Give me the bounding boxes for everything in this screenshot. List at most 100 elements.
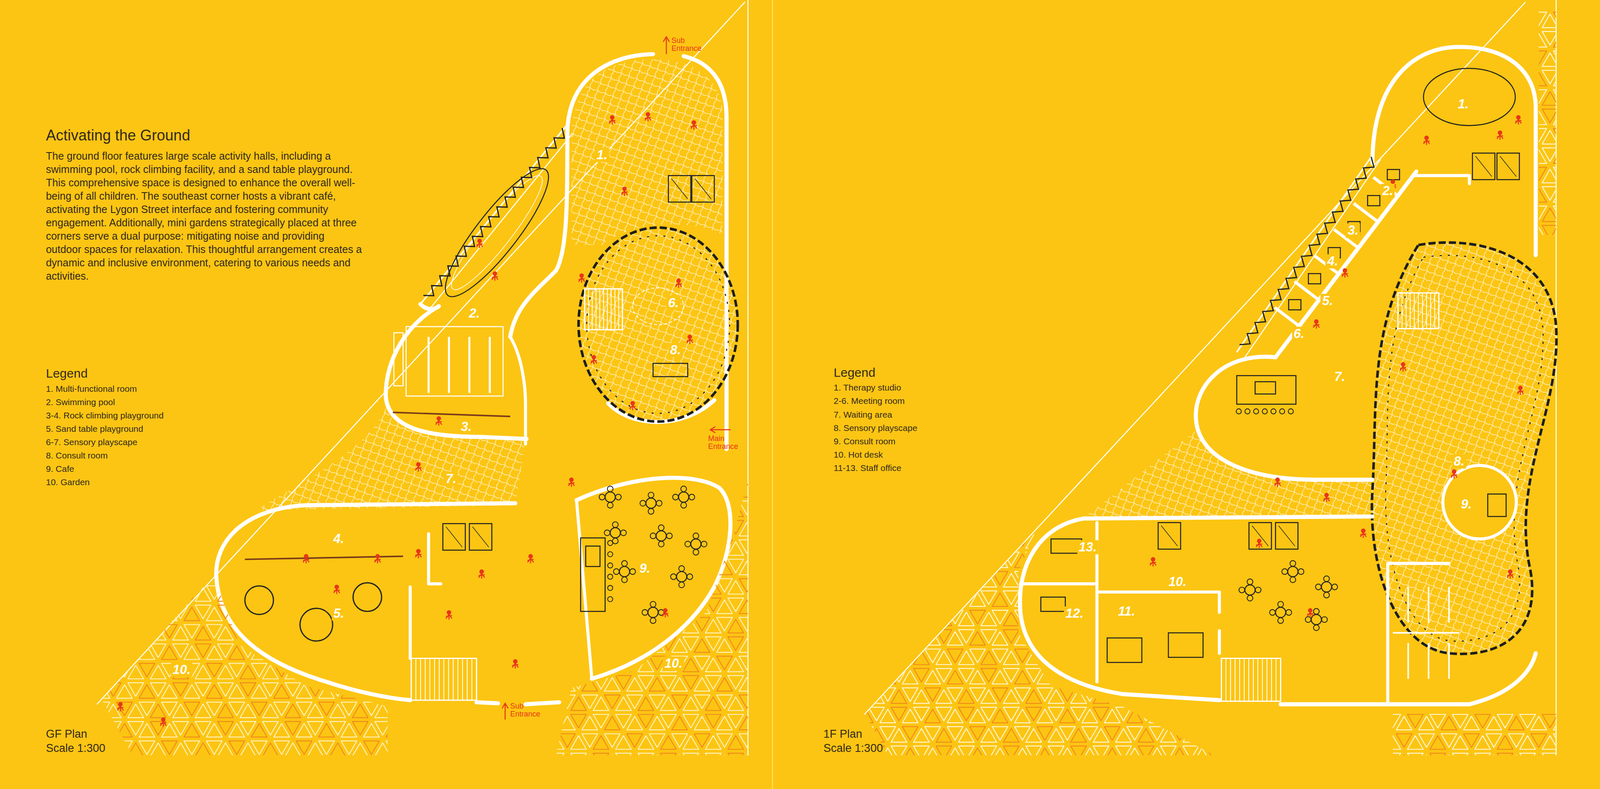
page-title: Activating the Ground bbox=[45, 126, 190, 145]
garden-triangle bbox=[1025, 612, 1042, 626]
stool bbox=[1262, 408, 1268, 414]
garden-triangle bbox=[739, 638, 755, 653]
garden-triangle bbox=[1025, 745, 1042, 760]
stool bbox=[607, 540, 613, 546]
garden-triangle bbox=[105, 626, 122, 640]
garden-triangle bbox=[1485, 755, 1502, 769]
garden-triangle bbox=[1182, 612, 1199, 626]
garden-triangle bbox=[682, 559, 699, 573]
garden-triangle bbox=[318, 585, 335, 600]
garden-triangle bbox=[615, 657, 632, 672]
garden-triangle bbox=[671, 617, 688, 631]
garden-triangle bbox=[1149, 708, 1165, 723]
legend-item: 6-7. Sensory playscape bbox=[45, 437, 138, 448]
garden-triangle bbox=[1093, 612, 1110, 626]
garden-triangle bbox=[150, 626, 167, 640]
garden-triangle bbox=[891, 745, 908, 760]
garden-triangle bbox=[1037, 670, 1053, 684]
garden-triangle bbox=[285, 605, 301, 619]
garden-triangle bbox=[273, 645, 290, 660]
garden-triangle bbox=[891, 629, 908, 644]
garden-triangle bbox=[1205, 650, 1222, 665]
garden-triangle bbox=[750, 580, 767, 595]
garden-triangle bbox=[1564, 735, 1581, 750]
callout-number: 8. bbox=[1452, 454, 1467, 469]
garden-triangle bbox=[1048, 650, 1065, 665]
lift bbox=[1472, 152, 1495, 180]
garden-triangle bbox=[262, 587, 279, 602]
garden-triangle bbox=[127, 587, 144, 602]
garden-triangle bbox=[1171, 532, 1188, 547]
garden-triangle bbox=[1553, 89, 1570, 104]
garden-triangle bbox=[582, 755, 598, 769]
garden-triangle bbox=[750, 696, 767, 711]
garden-triangle bbox=[385, 624, 402, 638]
garden-triangle bbox=[582, 578, 598, 593]
garden-triangle bbox=[1160, 707, 1177, 721]
garden-triangle bbox=[1205, 689, 1222, 704]
legend-item: 3-4. Rock climbing playground bbox=[45, 410, 164, 421]
garden-triangle bbox=[1126, 687, 1143, 702]
garden-triangle bbox=[1115, 552, 1132, 566]
garden-triangle bbox=[593, 636, 610, 651]
garden-triangle bbox=[604, 599, 621, 614]
garden-triangle bbox=[1037, 571, 1053, 585]
garden-triangle bbox=[1553, 50, 1570, 65]
garden-triangle bbox=[1104, 553, 1121, 568]
garden-triangle bbox=[352, 605, 369, 619]
person-figure bbox=[1256, 538, 1263, 549]
facade-frame bbox=[423, 127, 565, 296]
garden-triangle bbox=[761, 694, 778, 709]
garden-triangle bbox=[1194, 571, 1210, 585]
garden-triangle bbox=[1137, 534, 1154, 549]
garden-triangle bbox=[1160, 552, 1177, 566]
garden-triangle bbox=[1070, 745, 1087, 760]
garden-triangle bbox=[604, 500, 621, 515]
garden-triangle bbox=[1115, 745, 1132, 760]
garden-triangle bbox=[761, 500, 778, 515]
callout-number: 6. bbox=[1292, 326, 1307, 341]
garden-triangle bbox=[750, 597, 767, 612]
garden-triangle bbox=[1194, 670, 1210, 684]
garden-triangle bbox=[1025, 650, 1042, 665]
garden-triangle bbox=[1070, 590, 1087, 605]
garden-triangle bbox=[761, 655, 778, 670]
garden-triangle bbox=[1553, 12, 1570, 26]
garden-triangle bbox=[739, 483, 755, 498]
garden-triangle bbox=[1418, 755, 1435, 769]
garden-triangle bbox=[1149, 532, 1165, 547]
garden-triangle bbox=[1070, 689, 1087, 704]
garden-triangle bbox=[385, 585, 402, 600]
garden-triangle bbox=[582, 638, 598, 653]
garden-triangle bbox=[660, 502, 677, 517]
garden-triangle bbox=[649, 599, 665, 614]
garden-triangle bbox=[582, 560, 598, 575]
stair bbox=[411, 658, 477, 700]
garden-triangle bbox=[891, 534, 908, 549]
garden-triangle bbox=[913, 629, 930, 644]
site-boundary bbox=[97, 0, 1557, 789]
garden-triangle bbox=[228, 585, 245, 600]
garden-triangle bbox=[750, 636, 767, 651]
garden-triangle bbox=[240, 587, 256, 602]
garden-triangle bbox=[375, 721, 391, 735]
garden-triangle bbox=[537, 716, 553, 730]
garden-triangle bbox=[1519, 169, 1536, 183]
garden-triangle bbox=[649, 483, 665, 498]
garden-triangle bbox=[615, 619, 632, 633]
garden-triangle bbox=[375, 587, 391, 602]
garden-triangle bbox=[1115, 573, 1132, 588]
garden-triangle bbox=[94, 702, 110, 716]
person-figure bbox=[621, 186, 628, 197]
garden-triangle bbox=[750, 541, 767, 556]
garden-triangle bbox=[969, 571, 986, 585]
garden-triangle bbox=[1126, 553, 1143, 568]
garden-triangle bbox=[582, 599, 598, 614]
garden-triangle bbox=[1115, 668, 1132, 683]
garden-triangle bbox=[1194, 592, 1210, 607]
garden-triangle bbox=[385, 663, 402, 678]
garden-triangle bbox=[649, 522, 665, 536]
garden-triangle bbox=[992, 532, 1008, 547]
garden-triangle bbox=[1082, 670, 1098, 684]
garden-triangle bbox=[1048, 629, 1065, 644]
